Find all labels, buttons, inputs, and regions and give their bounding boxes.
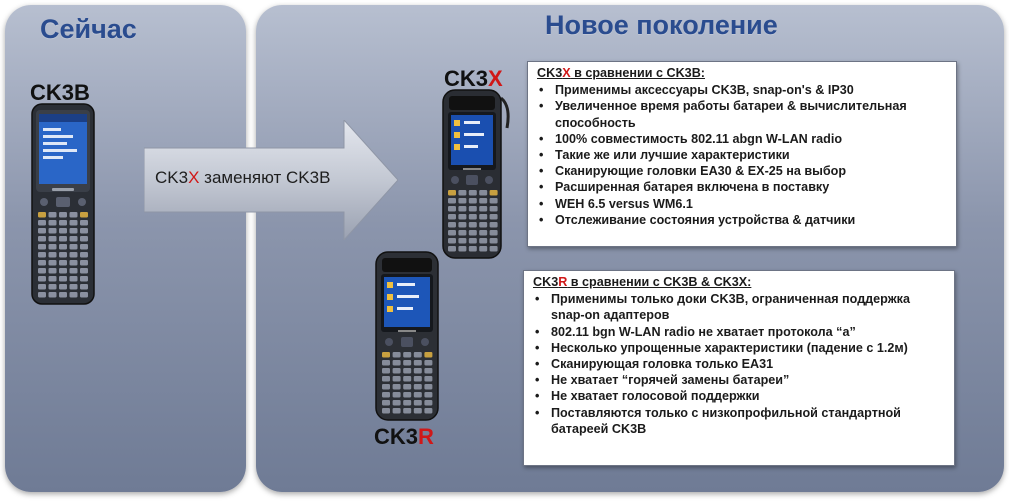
panel-new-generation-title: Новое поколение <box>545 10 778 40</box>
device-label-ck3r-prefix: CK3 <box>374 424 419 449</box>
ck3r-comparison-title-highlight: R <box>558 275 568 289</box>
ck3r-comparison-title-prefix: CK3 <box>533 275 559 289</box>
list-item: Применимы аксессуары CK3B, snap-on's & I… <box>537 82 948 98</box>
list-item: 100% совместимость 802.11 abgn W-LAN rad… <box>537 131 948 147</box>
ck3x-comparison-title-suffix: в сравнении с CK3B: <box>570 66 705 80</box>
list-item: Не хватает голосовой поддержки <box>533 388 946 404</box>
list-item: Несколько упрощенные характеристики (пад… <box>533 340 946 356</box>
ck3r-comparison-title-suffix: в сравнении с CK3B & CK3X: <box>567 275 752 289</box>
ck3r-comparison-list: Применимы только доки CK3B, ограниченная… <box>533 291 946 437</box>
ck3x-device-image <box>442 89 510 259</box>
device-label-ck3x-prefix: CK3 <box>444 66 489 91</box>
list-item: Применимы только доки CK3B, ограниченная… <box>533 291 946 323</box>
list-item: Сканирующая головка только EA31 <box>533 356 946 372</box>
ck3r-device-image <box>375 251 439 421</box>
ck3x-comparison-title: CK3X в сравнении с CK3B: <box>537 65 948 81</box>
ck3x-comparison-box: CK3X в сравнении с CK3B: Применимы аксес… <box>527 61 957 247</box>
arrow-text: CK3X заменяют CK3B <box>155 168 330 188</box>
list-item: Сканирующие головки EA30 & EX-25 на выбо… <box>537 163 948 179</box>
ck3b-device-image <box>31 103 95 305</box>
ck3r-comparison-box: CK3R в сравнении с CK3B & CK3X: Применим… <box>523 270 955 466</box>
list-item: Такие же или лучшие характеристики <box>537 147 948 163</box>
list-item: 802.11 bgn W-LAN radio не хватает проток… <box>533 324 946 340</box>
list-item: Расширенная батарея включена в поставку <box>537 179 948 195</box>
replacement-arrow <box>144 120 398 240</box>
panel-current-title: Сейчас <box>40 14 137 44</box>
list-item: Увеличенное время работы батареи & вычис… <box>537 98 948 130</box>
arrow-text-suffix: заменяют CK3B <box>199 168 331 187</box>
ck3x-comparison-title-highlight: X <box>562 66 571 80</box>
list-item: WEH 6.5 versus WM6.1 <box>537 196 948 212</box>
list-item: Поставляются только с низкопрофильной ст… <box>533 405 946 437</box>
device-label-ck3x-highlight: X <box>488 66 503 91</box>
ck3x-comparison-title-prefix: CK3 <box>537 66 563 80</box>
ck3r-comparison-title: CK3R в сравнении с CK3B & CK3X: <box>533 274 946 290</box>
device-label-ck3r-highlight: R <box>418 424 434 449</box>
device-label-ck3b: CK3B <box>30 80 90 105</box>
device-label-ck3x: CK3X <box>444 66 503 92</box>
arrow-text-prefix: CK3 <box>155 168 189 187</box>
list-item: Не хватает “горячей замены батареи” <box>533 372 946 388</box>
list-item: Отслеживание состояния устройства & датч… <box>537 212 948 228</box>
device-label-ck3r: CK3R <box>374 424 434 450</box>
ck3x-comparison-list: Применимы аксессуары CK3B, snap-on's & I… <box>537 82 948 228</box>
arrow-text-highlight: X <box>188 168 200 187</box>
